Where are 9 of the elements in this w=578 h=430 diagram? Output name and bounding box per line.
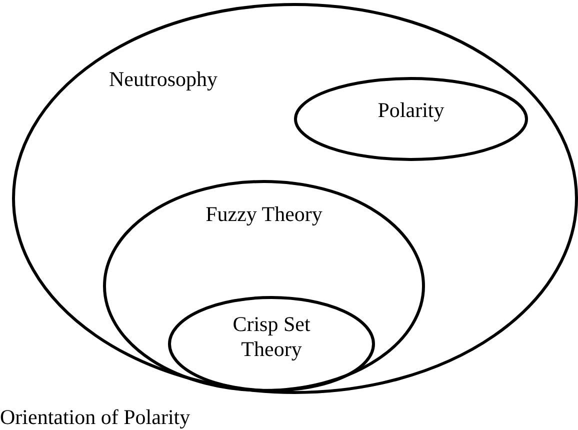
- caption: Orientation of Polarity: [0, 405, 190, 429]
- set-label: Polarity: [378, 98, 444, 123]
- set-label: Neutrosophy: [109, 67, 218, 92]
- set-label: Fuzzy Theory: [206, 202, 322, 227]
- set-ellipse: [168, 296, 375, 392]
- set-ellipse: [12, 3, 578, 394]
- set-ellipse: [294, 77, 528, 161]
- set-label: Crisp Set Theory: [232, 312, 312, 362]
- set-ellipse: [103, 180, 425, 392]
